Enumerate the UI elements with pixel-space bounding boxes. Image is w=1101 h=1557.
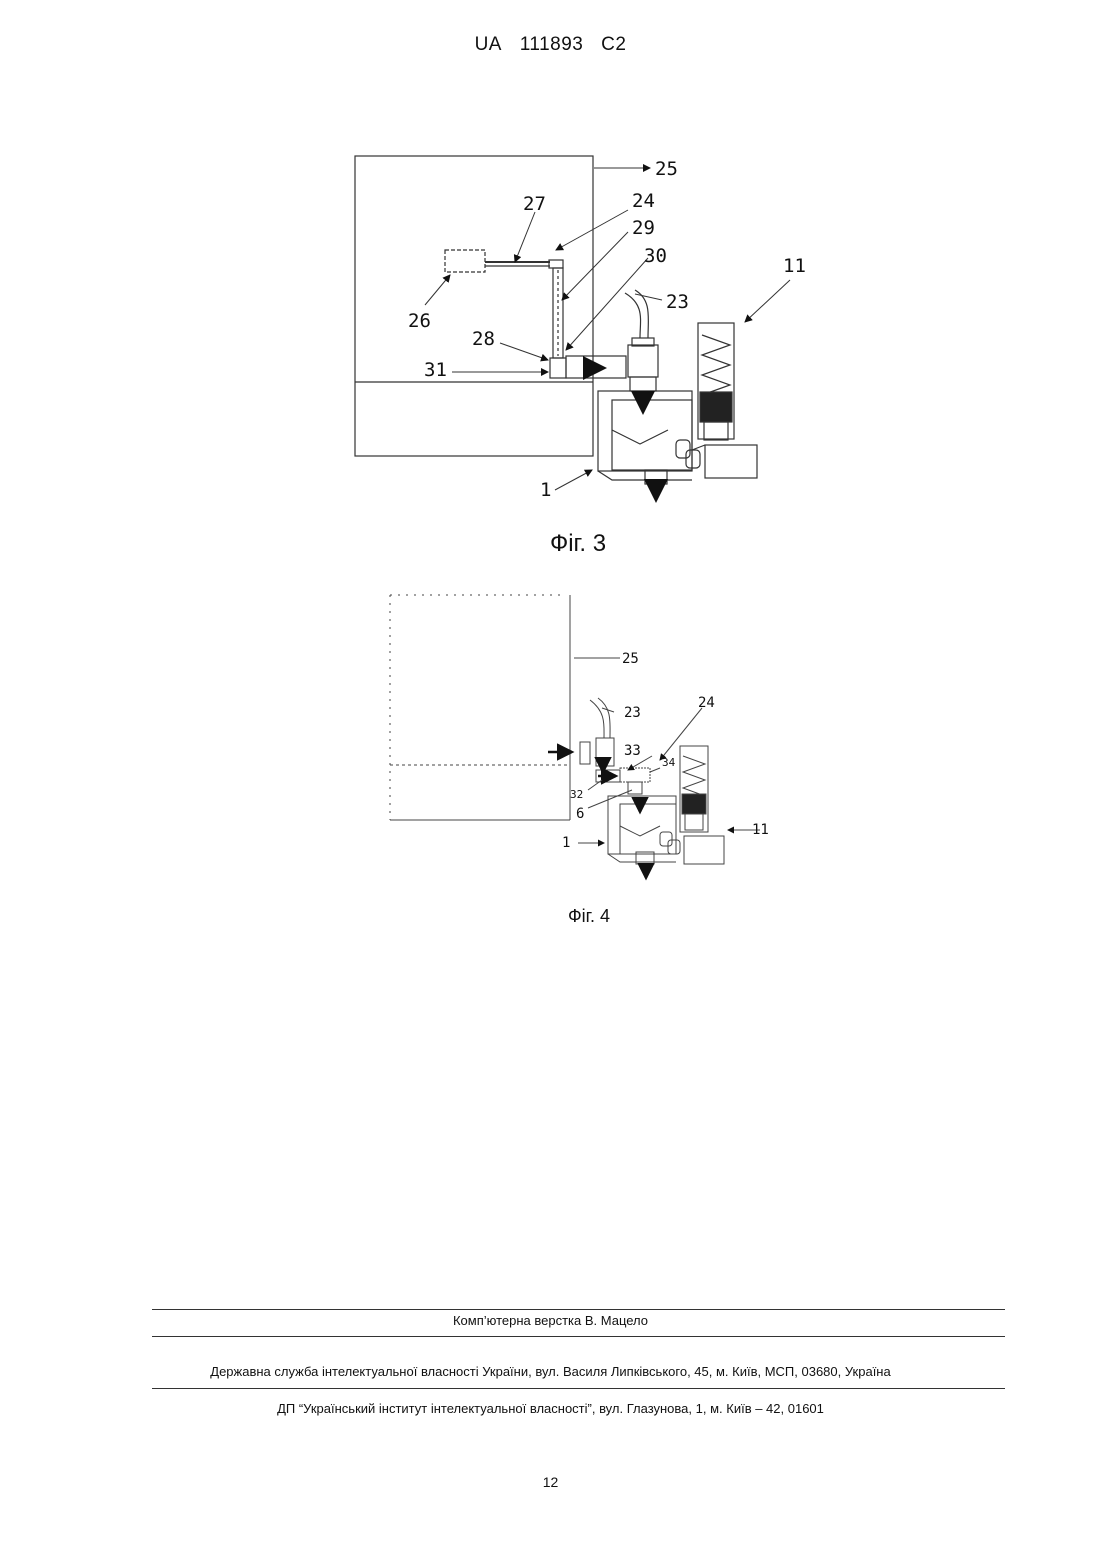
label4-24: 24 <box>698 695 715 711</box>
footer-rule-3 <box>152 1388 1005 1389</box>
label4-11: 11 <box>752 822 769 838</box>
label4-34: 34 <box>662 756 676 769</box>
footer-rule-1 <box>152 1309 1005 1310</box>
label4-1: 1 <box>562 835 570 851</box>
agency-address: Державна служба інтелектуальної власност… <box>0 1364 1101 1379</box>
figure-4-caption: Фіг. 4 <box>489 906 689 927</box>
figure-4-drawing: 25 23 24 33 34 32 6 11 1 <box>0 0 1101 910</box>
page-number: 12 <box>0 1474 1101 1490</box>
institute-address: ДП “Український інститут інтелектуальної… <box>0 1401 1101 1416</box>
label4-32: 32 <box>570 788 583 801</box>
layout-credit: Комп’ютерна верстка В. Мацело <box>0 1313 1101 1328</box>
label4-6: 6 <box>576 806 584 822</box>
label4-23: 23 <box>624 705 641 721</box>
label4-25: 25 <box>622 651 639 667</box>
footer-rule-2 <box>152 1336 1005 1337</box>
label4-33: 33 <box>624 743 641 759</box>
